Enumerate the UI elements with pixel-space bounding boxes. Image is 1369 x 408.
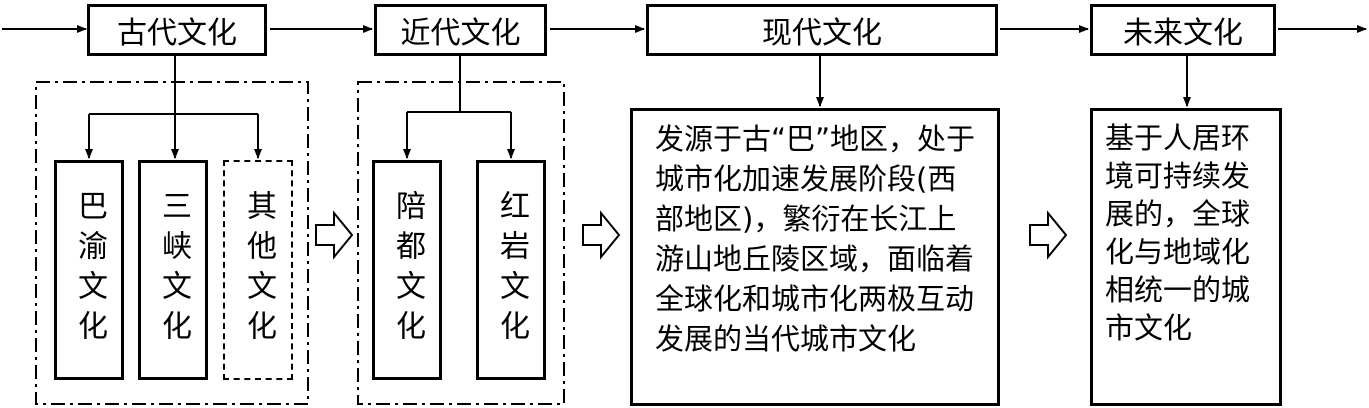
stage-contemporary-label: 现代文化 xyxy=(762,16,882,51)
ancient-item-other: 其他文化 xyxy=(223,160,293,380)
ancient-item-label: 其他文化 xyxy=(241,190,276,350)
modern-item-hongyan: 红岩文化 xyxy=(476,160,546,380)
contemporary-description: 发源于古“巴”地区，处于城市化加速发展阶段(西部地区)，繁衍在长江上游山地丘陵区… xyxy=(630,108,1000,406)
stage-modern-early: 近代文化 xyxy=(374,4,547,56)
hollow-arrow-1 xyxy=(315,210,354,260)
stage-future-label: 未来文化 xyxy=(1123,16,1243,51)
stage-contemporary: 现代文化 xyxy=(646,4,998,56)
ancient-item-label: 三峡文化 xyxy=(156,190,191,350)
hollow-arrow-2 xyxy=(582,210,621,260)
stage-future: 未来文化 xyxy=(1090,4,1276,56)
ancient-item-sanxia: 三峡文化 xyxy=(138,160,208,380)
modern-item-peidu: 陪都文化 xyxy=(372,160,442,380)
contemporary-description-text: 发源于古“巴”地区，处于城市化加速发展阶段(西部地区)，繁衍在长江上游山地丘陵区… xyxy=(655,122,976,356)
future-description-text: 基于人居环境可持续发展的，全球化与地域化相统一的城市文化 xyxy=(1105,121,1251,345)
stage-ancient-label: 古代文化 xyxy=(117,16,237,51)
ancient-item-label: 巴渝文化 xyxy=(72,190,107,350)
ancient-group-frame xyxy=(35,81,309,405)
hollow-arrow-3 xyxy=(1029,210,1068,260)
future-description: 基于人居环境可持续发展的，全球化与地域化相统一的城市文化 xyxy=(1090,108,1282,406)
modern-item-label: 陪都文化 xyxy=(390,190,425,350)
stage-ancient: 古代文化 xyxy=(87,4,267,56)
ancient-item-bayu: 巴渝文化 xyxy=(54,160,124,380)
stage-modern-early-label: 近代文化 xyxy=(400,16,521,51)
modern-item-label: 红岩文化 xyxy=(494,190,529,350)
